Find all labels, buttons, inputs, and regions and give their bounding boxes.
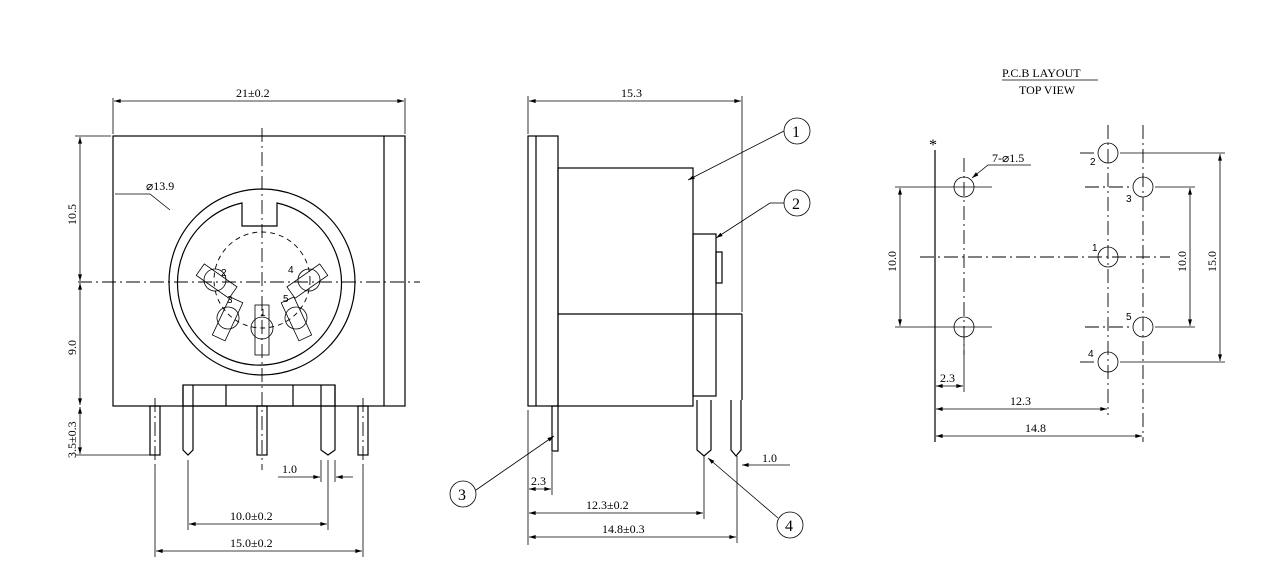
hole-label-2: 2 <box>1090 157 1096 168</box>
pin-row1-dimension: 12.3±0.2 <box>586 498 629 512</box>
left-spacing-dimension: 10.0 <box>885 251 899 272</box>
lower-height-dimension: 9.0 <box>65 340 79 355</box>
hole-label-4: 4 <box>1088 349 1094 360</box>
callout-1: 1 <box>792 124 800 141</box>
front-pin-offset-dimension: 2.3 <box>531 474 546 488</box>
callout-3: 3 <box>458 487 466 504</box>
pin-label-4: 4 <box>288 265 294 276</box>
hole-label-3: 3 <box>1126 194 1132 205</box>
pin-label-1: 1 <box>260 308 266 319</box>
outer-pin-spacing-dimension: 15.0±0.2 <box>230 536 273 550</box>
pin-width-dimension: 1.0 <box>282 462 297 476</box>
side-pin-width-dimension: 1.0 <box>762 451 777 465</box>
diameter-label: ⌀13.9 <box>146 179 174 193</box>
front-view: 1 2 3 4 5 21±0.2 10.5 9.0 3.5±0.3 ⌀13.9 … <box>65 86 420 557</box>
inner-pin-spacing-dimension: 10.0±0.2 <box>230 509 273 523</box>
right-inner-spacing-dimension: 10.0 <box>1175 251 1189 272</box>
pin-row2-dimension: 14.8±0.3 <box>602 522 645 536</box>
width-dimension: 21±0.2 <box>236 86 270 100</box>
pcb-layout: P.C.B LAYOUT TOP VIEW * 7-⌀1.5 10.0 10.0… <box>885 66 1225 442</box>
pcb-subtitle: TOP VIEW <box>1019 83 1076 97</box>
row2-dimension: 14.8 <box>1025 421 1046 435</box>
pin-label-5: 5 <box>283 294 289 305</box>
callout-4: 4 <box>785 518 793 535</box>
row1-dimension: 12.3 <box>1010 394 1031 408</box>
pin-label-2: 2 <box>221 268 227 279</box>
depth-dimension: 15.3 <box>621 86 642 100</box>
upper-height-dimension: 10.5 <box>65 204 79 225</box>
pin-length-dimension: 3.5±0.3 <box>65 421 79 458</box>
reference-mark: * <box>929 137 937 154</box>
right-outer-spacing-dimension: 15.0 <box>1205 251 1219 272</box>
pcb-title: P.C.B LAYOUT <box>1002 66 1081 80</box>
side-view: 15.3 2.3 12.3±0.2 14.8±0.3 1.0 1 2 3 4 <box>449 86 811 545</box>
callout-2: 2 <box>792 196 800 213</box>
hole-label-1: 1 <box>1092 243 1098 254</box>
hole-label: 7-⌀1.5 <box>992 151 1024 165</box>
pin-label-3: 3 <box>227 295 233 306</box>
hole-label-5: 5 <box>1126 312 1132 323</box>
offset-dimension: 2.3 <box>940 371 955 385</box>
